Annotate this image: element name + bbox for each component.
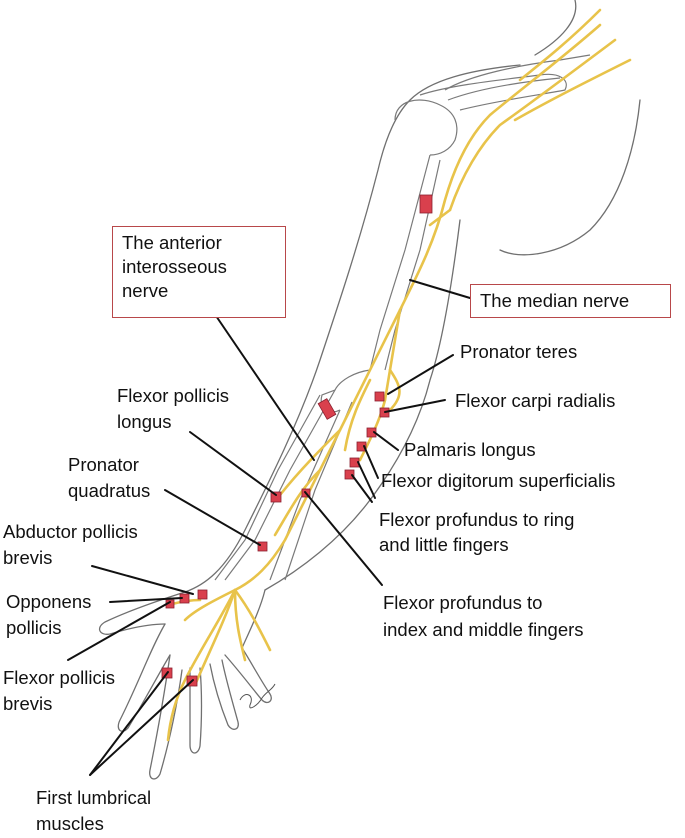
label-flexor-profundus-ring-little-1: Flexor profundus to ring — [379, 509, 575, 530]
leader-lines — [67, 279, 471, 776]
label-pronator-quadratus-1: Pronator — [68, 454, 139, 475]
label-pronator-quadratus-2: quadratus — [68, 480, 151, 501]
label-flexor-pollicis-brevis-2: brevis — [3, 693, 53, 714]
anterior-interosseous-box: The anterior interosseous nerve — [112, 226, 286, 318]
label-flexor-pollicis-longus-1: Flexor pollicis — [117, 385, 230, 406]
label-flexor-carpi-radialis: Flexor carpi radialis — [455, 390, 616, 411]
label-anterior-interosseous-3: nerve — [122, 280, 169, 301]
bones — [214, 54, 591, 581]
label-first-lumbrical-2: muscles — [36, 813, 104, 834]
median-nerve-box: The median nerve — [470, 284, 671, 318]
label-median-nerve: The median nerve — [480, 290, 630, 311]
label-flexor-profundus-index-middle-2: index and middle fingers — [383, 619, 584, 640]
median-nerve-paths — [166, 8, 632, 742]
label-opponens-pollicis-1: Opponens — [6, 591, 92, 612]
label-flexor-profundus-ring-little-2: and little fingers — [379, 534, 509, 555]
label-palmaris-longus: Palmaris longus — [404, 439, 536, 460]
arm-outline — [98, 0, 641, 780]
label-opponens-pollicis-2: pollicis — [6, 617, 62, 638]
label-abductor-pollicis-brevis-1: Abductor pollicis — [3, 521, 138, 542]
artist-signature — [239, 683, 276, 709]
label-flexor-digitorum-superficialis: Flexor digitorum superficialis — [381, 470, 616, 491]
label-anterior-interosseous-2: interosseous — [122, 256, 227, 277]
label-flexor-profundus-index-middle-1: Flexor profundus to — [383, 592, 543, 613]
label-flexor-pollicis-longus-2: longus — [117, 411, 172, 432]
label-anterior-interosseous-1: The anterior — [122, 232, 222, 253]
label-first-lumbrical-1: First lumbrical — [36, 787, 152, 808]
label-abductor-pollicis-brevis-2: brevis — [3, 547, 53, 568]
label-pronator-teres: Pronator teres — [460, 341, 578, 362]
label-flexor-pollicis-brevis-1: Flexor pollicis — [3, 667, 116, 688]
